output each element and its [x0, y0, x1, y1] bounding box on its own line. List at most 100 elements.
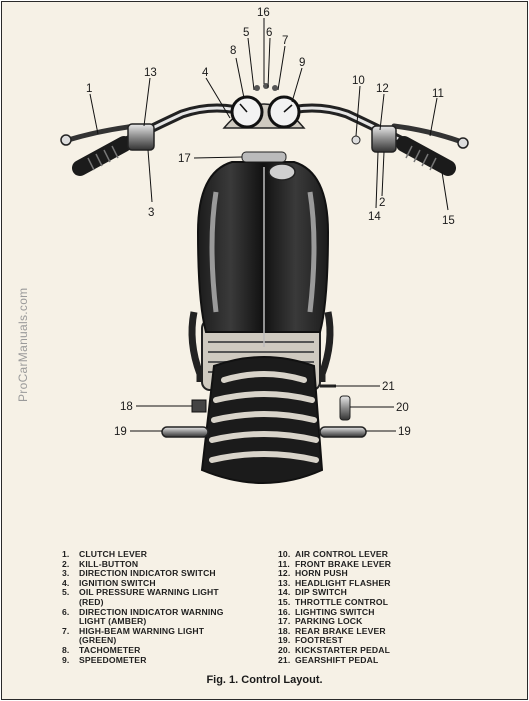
legend-item-text: SPEEDOMETER [79, 654, 147, 665]
callout-17: 17 [178, 153, 191, 165]
left-grip [72, 136, 132, 176]
callout-19-left: 19 [114, 426, 127, 438]
legend-item-number: 13. [278, 577, 291, 588]
legend-item: 15. THROTTLE CONTROL [278, 596, 478, 608]
kickstarter-pedal [339, 395, 351, 421]
callout-5: 5 [243, 27, 249, 39]
legend-item-number: 12. [278, 568, 291, 579]
legend-left: 1. CLUTCH LEVER 2. KILL-BUTTON 3. DIRECTION I… [62, 549, 272, 666]
legend-item-text: (GREEN) [79, 635, 117, 646]
legend-item: 11. FRONT BRAKE LEVER [278, 558, 478, 570]
legend-item-text: LIGHT (AMBER) [79, 616, 147, 627]
legend-item: 21. GEARSHIFT PEDAL [278, 654, 478, 666]
legend-item-number: 10. [278, 549, 291, 559]
legend-item-text: THROTTLE CONTROL [295, 596, 389, 607]
legend-item-text: AIR CONTROL LEVER [295, 549, 389, 559]
legend-item-text: OIL PRESSURE WARNING LIGHT [79, 587, 219, 598]
legend-item-number: 11. [278, 558, 290, 569]
legend-item-text: DIP SWITCH [295, 587, 347, 598]
legend-right: 10. AIR CONTROL LEVER 11. FRONT BRAKE LEVER… [278, 549, 478, 666]
legend-item-number: 14. [278, 587, 291, 598]
callout-2: 2 [379, 197, 385, 209]
legend-item: 19.FOOTREST [278, 636, 478, 646]
legend-item: LIGHT (AMBER) [62, 617, 272, 627]
legend-item-text: (RED) [79, 596, 104, 607]
legend-item: 10. AIR CONTROL LEVER [278, 549, 478, 560]
callout-14: 14 [368, 211, 381, 223]
legend-item-number: 5. [62, 587, 70, 598]
legend-item: (GREEN) [62, 636, 272, 646]
control-layout-illustration: 1 2 3 4 5 6 7 8 9 10 11 12 13 14 15 16 1… [60, 7, 469, 484]
callout-11: 11 [432, 88, 444, 100]
legend-item-number: 17. [278, 616, 291, 627]
callout-4: 4 [202, 67, 209, 79]
legend-item-number: 6. [62, 606, 70, 617]
legend-item-text: DIRECTION INDICATOR WARNING [79, 606, 224, 617]
legend-item-text: TACHOMETER [79, 644, 141, 655]
legend-item-number: 7. [62, 625, 70, 636]
tachometer [230, 95, 264, 129]
legend-item-text: FRONT BRAKE LEVER [295, 558, 392, 569]
legend-item-number: 1. [62, 549, 70, 559]
legend-item-text: KILL-BUTTON [79, 558, 139, 569]
callout-16: 16 [257, 7, 270, 19]
callout-1: 1 [86, 83, 92, 95]
legend-item: 9. SPEEDOMETER [62, 654, 272, 666]
legend-item-number: 2. [62, 558, 70, 569]
legend-item-number: 3. [62, 568, 70, 579]
legend-item: 7. HIGH-BEAM WARNING LIGHT [62, 625, 272, 637]
legend-item-number: 15. [278, 596, 291, 607]
legend-item-number: 8. [62, 644, 70, 655]
legend-item: 1. CLUTCH LEVER [62, 549, 272, 560]
legend-item-text: HORN PUSH [295, 568, 348, 579]
callout-6: 6 [266, 27, 272, 39]
callout-13: 13 [144, 67, 157, 79]
warning-lights [254, 83, 278, 91]
speedometer [267, 95, 301, 129]
legend-item-text: REAR BRAKE LEVER [295, 625, 386, 636]
legend-item: 13.HEADLIGHT FLASHER [278, 577, 478, 589]
legend-item: 18. REAR BRAKE LEVER [278, 625, 478, 637]
seat [200, 356, 324, 484]
legend-item: 14. DIP SWITCH [278, 588, 478, 598]
footrest-left [161, 426, 209, 438]
callout-21: 21 [382, 381, 395, 393]
legend-item-text: GEARSHIFT PEDAL [295, 654, 379, 665]
legend-item: 5. OIL PRESSURE WARNING LIGHT [62, 588, 272, 598]
legend-item-number: 16. [278, 606, 291, 617]
left-switch-cluster [127, 123, 155, 151]
callout-9: 9 [299, 57, 305, 69]
legend-item-number: 19. [278, 635, 291, 646]
right-grip [396, 136, 456, 176]
legend-item: 16.LIGHTING SWITCH [278, 606, 478, 618]
legend-item-text: PARKING LOCK [295, 616, 363, 627]
legend-item-number: 18. [278, 625, 291, 636]
callout-19-right: 19 [398, 426, 411, 438]
legend-item: (RED) [62, 596, 272, 608]
callout-18: 18 [120, 401, 133, 413]
figure-caption: Fig. 1. Control Layout. [206, 674, 323, 686]
legend-item-text: KICKSTARTER PEDAL [295, 644, 391, 655]
callout-20: 20 [396, 402, 409, 414]
legend-item-text: HIGH-BEAM WARNING LIGHT [79, 625, 205, 636]
callout-labels: 1 2 3 4 5 6 7 8 9 10 11 12 13 14 15 16 1… [86, 7, 455, 438]
callout-12: 12 [376, 83, 389, 95]
fuel-tank [196, 161, 330, 347]
legend-item: 17. PARKING LOCK [278, 617, 478, 627]
legend-item: 6. DIRECTION INDICATOR WARNING [62, 606, 272, 618]
callout-3: 3 [148, 207, 154, 219]
callout-10: 10 [352, 75, 365, 87]
callout-15: 15 [442, 215, 455, 227]
callout-7: 7 [282, 35, 288, 47]
callout-8: 8 [230, 45, 236, 57]
legend-item-text: DIRECTION INDICATOR SWITCH [79, 568, 216, 579]
leader-lines [89, 18, 449, 432]
legend-item-text: CLUTCH LEVER [79, 549, 148, 559]
legend-item-number: 21. [278, 654, 291, 665]
legend-item: 2. KILL-BUTTON [62, 558, 272, 570]
legend-item: 12. HORN PUSH [278, 569, 478, 579]
legend-item-number: 9. [62, 654, 70, 665]
footrest-right [319, 426, 367, 438]
legend-item-number: 4. [62, 577, 70, 588]
